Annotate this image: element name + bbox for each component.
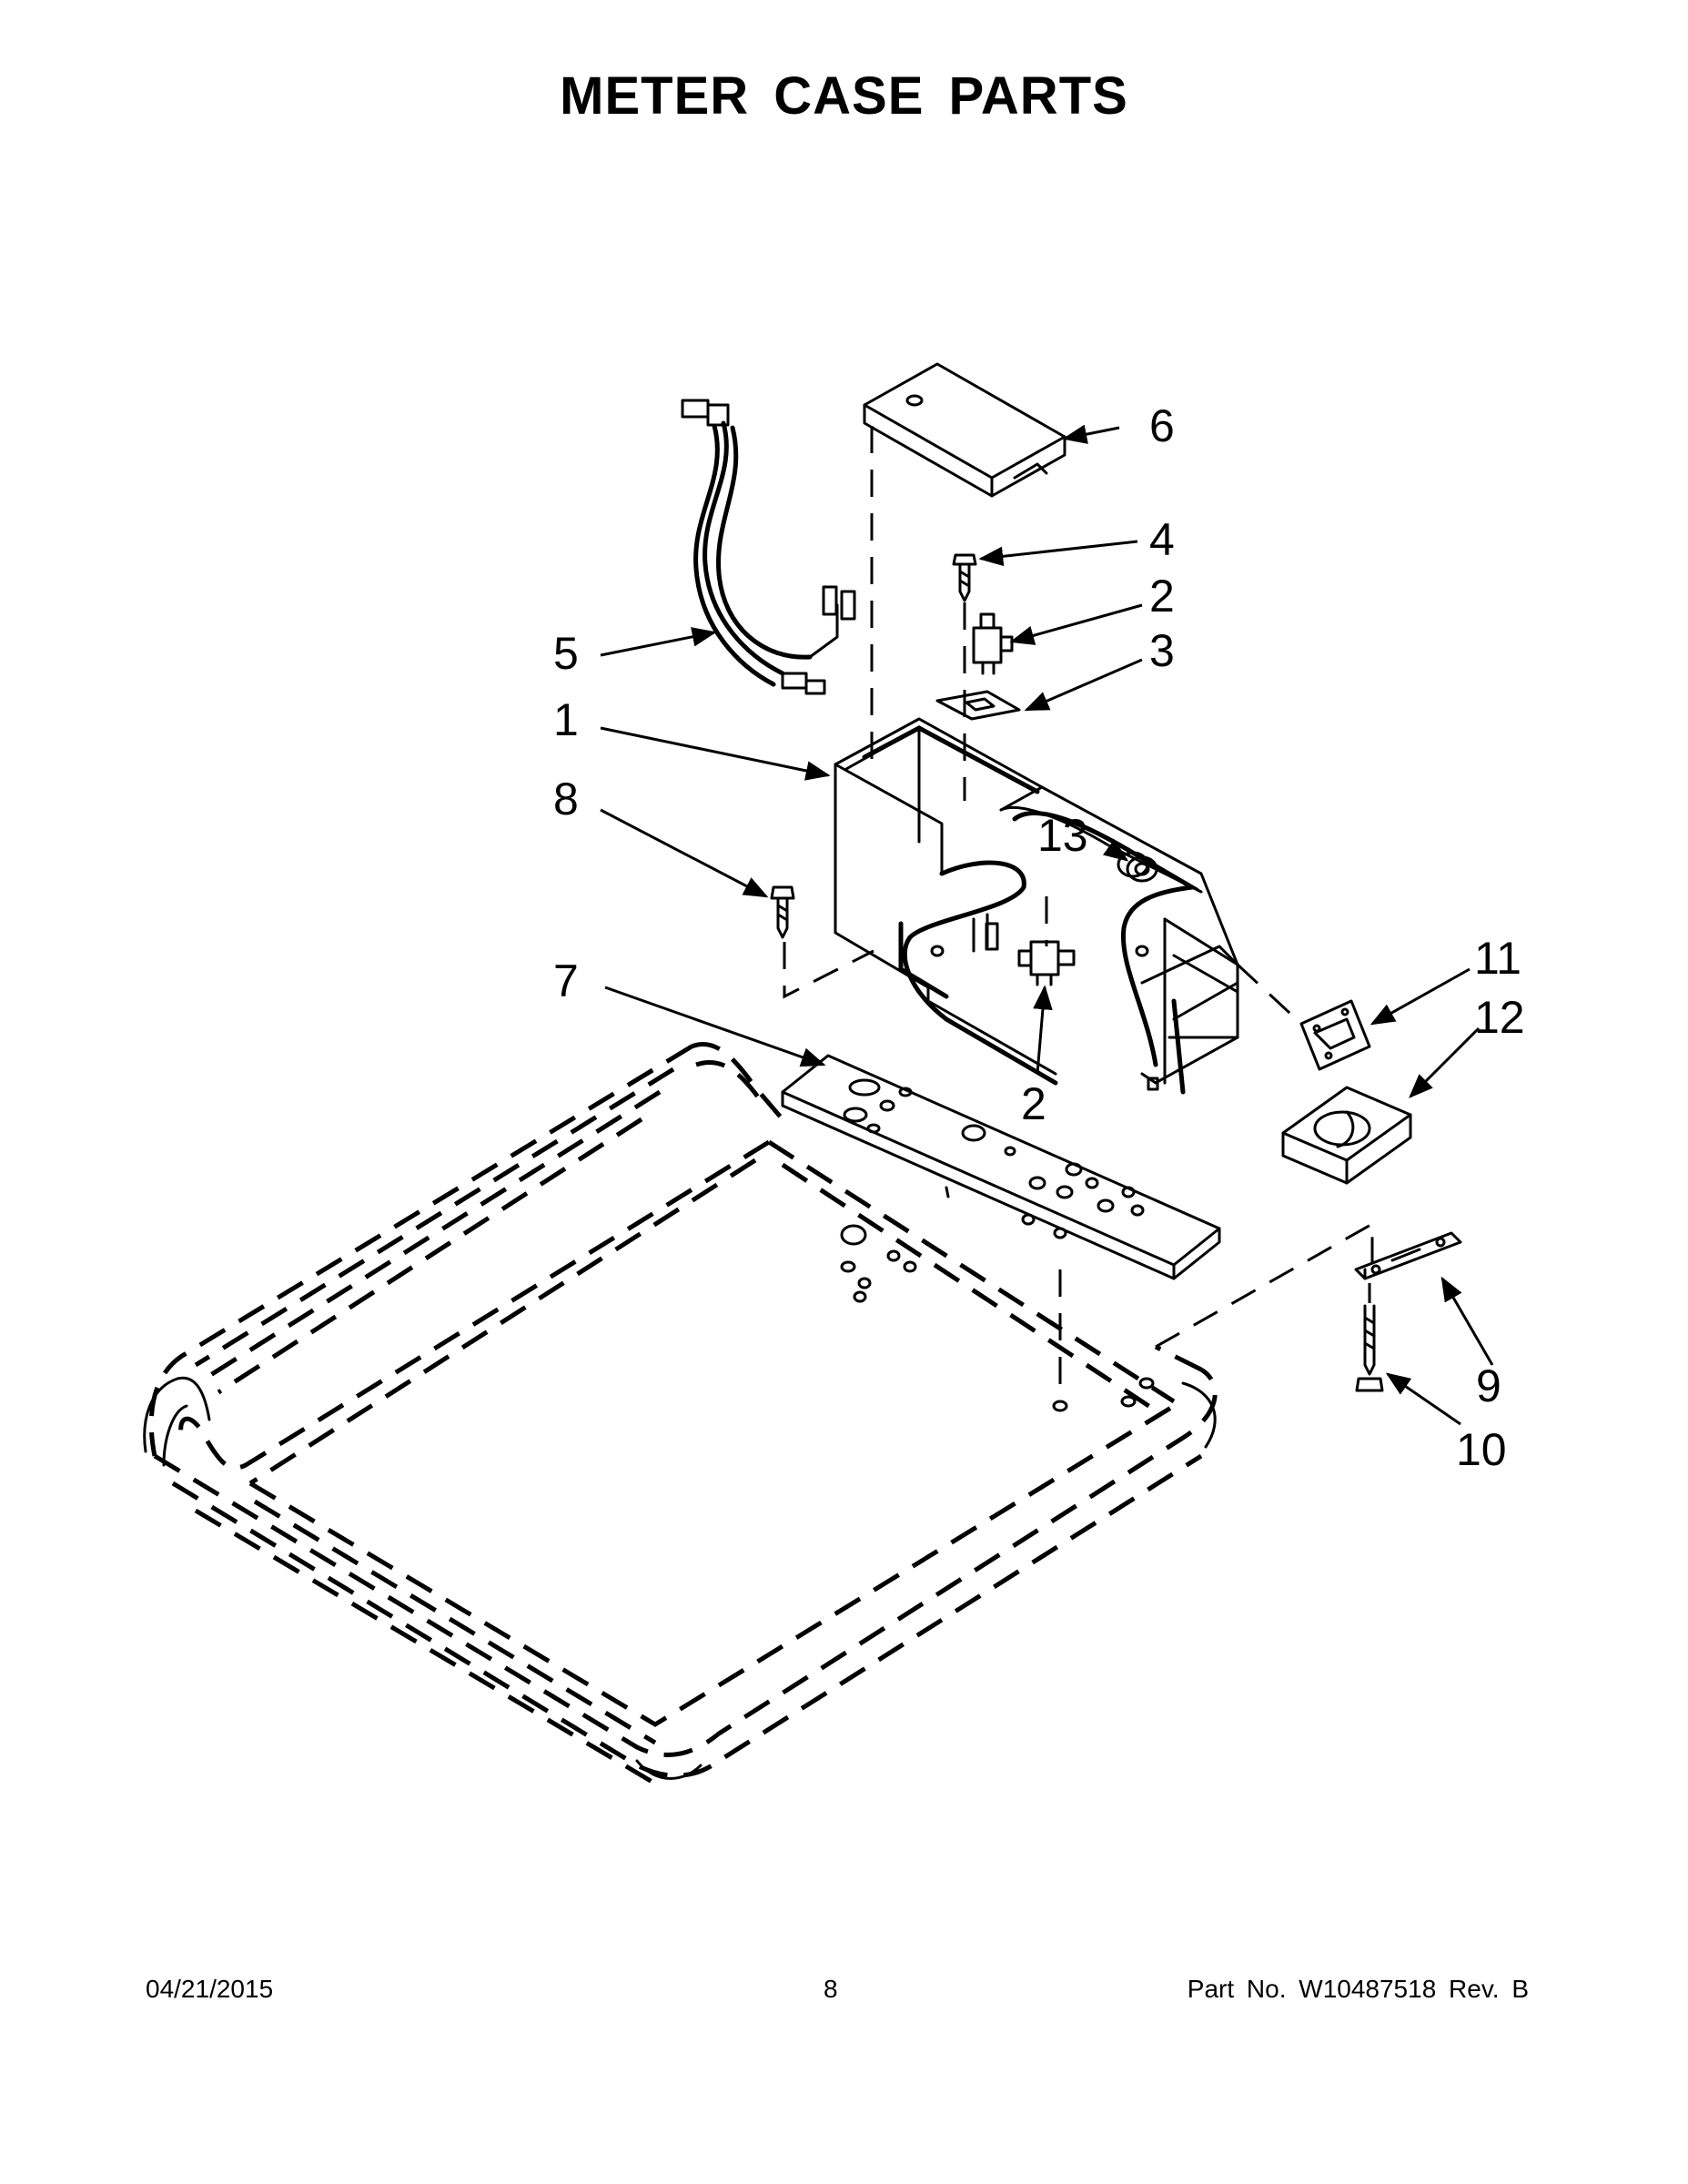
callout-6: 6 [1149,400,1175,451]
callout-8: 8 [553,774,579,824]
part-11-plate [1299,999,1371,1071]
part-12-bezel [1281,1086,1412,1185]
callout-2-lower: 2 [1021,1078,1046,1129]
footer-page-number: 8 [824,1975,838,2003]
part-2-switch-lower [1017,940,1076,986]
callout-9: 9 [1476,1360,1501,1411]
callout-13: 13 [1037,810,1088,861]
alignment-line-11 [1236,963,1303,1026]
callout-11: 11 [1474,933,1521,984]
footer-part-number: Part No. W10487518 Rev. B [1187,1975,1529,2003]
part-13-bushing [1117,851,1158,883]
callout-2-upper: 2 [1149,571,1175,622]
footer-date: 04/21/2015 [146,1975,274,2003]
callout-5: 5 [553,628,579,679]
callout-12: 12 [1474,992,1525,1043]
page-title: METER CASE PARTS [560,66,1128,126]
part-9-bracket [1354,1231,1462,1280]
callout-10: 10 [1456,1424,1507,1475]
part-10-screw [1355,1304,1384,1392]
part-1-meter-case [834,717,1239,1095]
part-4-screw [952,553,977,602]
alignment-line-8 [783,942,874,999]
callout-7: 7 [553,956,579,1006]
alignment-line-9 [1155,1221,1374,1349]
callout-4: 4 [1149,514,1175,565]
callout-3: 3 [1149,625,1175,676]
part-5-wire-harness [681,399,856,695]
part-6-cover [863,362,1066,498]
callout-1: 1 [553,694,579,745]
part-3-gasket [935,690,1021,721]
part-8-screw [770,885,795,939]
part-7-console-panel [781,1054,1221,1280]
callout-arrows [600,424,1494,1426]
cabinet-top-outline [143,1041,1218,1786]
part-2-switch-upper [972,612,1014,675]
